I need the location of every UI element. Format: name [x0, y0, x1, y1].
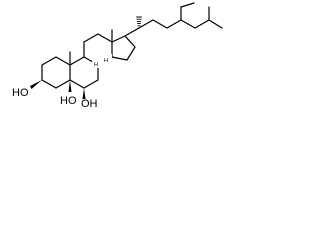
hydrogen-label-c14: H — [104, 58, 108, 64]
ring-d — [111, 35, 136, 61]
atom-labels: HO HO OH H H — [12, 54, 112, 110]
ring-a — [41, 56, 71, 89]
side-chain — [124, 2, 223, 37]
hydroxyl-label-c5: HO — [60, 95, 77, 107]
hydroxyl-label-c6: OH — [81, 98, 98, 110]
angular-methyls — [69, 29, 113, 66]
steroid-structure-diagram: HO HO OH H H — [12, 2, 223, 110]
stereo-bonds — [30, 16, 142, 99]
hydroxyl-label-c3: HO — [12, 87, 29, 99]
hydrogen-label-c9: H — [94, 62, 98, 68]
